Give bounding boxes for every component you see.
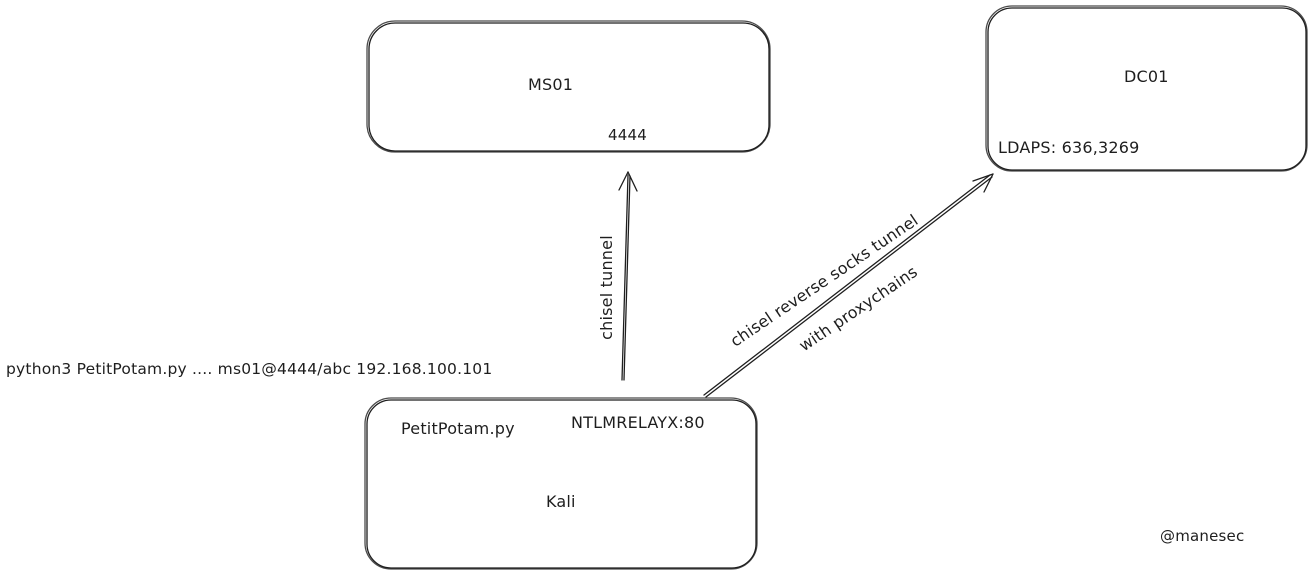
command-text: python3 PetitPotam.py .... ms01@4444/abc… <box>6 360 493 378</box>
ms01-port: 4444 <box>608 126 647 144</box>
kali-tool-ntlmrelayx: NTLMRELAYX:80 <box>571 413 705 432</box>
kali-tool-petitpotam: PetitPotam.py <box>401 419 515 438</box>
dc01-title: DC01 <box>1124 67 1169 86</box>
ms01-box <box>366 20 771 153</box>
dc01-ports: LDAPS: 636,3269 <box>998 138 1140 157</box>
edge-label-chisel-tunnel: chisel tunnel <box>596 235 616 340</box>
dc01-box <box>985 5 1308 172</box>
arrow-kali-to-ms01 <box>618 171 638 381</box>
ms01-title: MS01 <box>528 75 574 94</box>
kali-box <box>364 397 758 570</box>
arrow-kali-to-dc01 <box>703 173 994 398</box>
watermark: @manesec <box>1160 527 1245 545</box>
kali-title: Kali <box>546 492 576 511</box>
